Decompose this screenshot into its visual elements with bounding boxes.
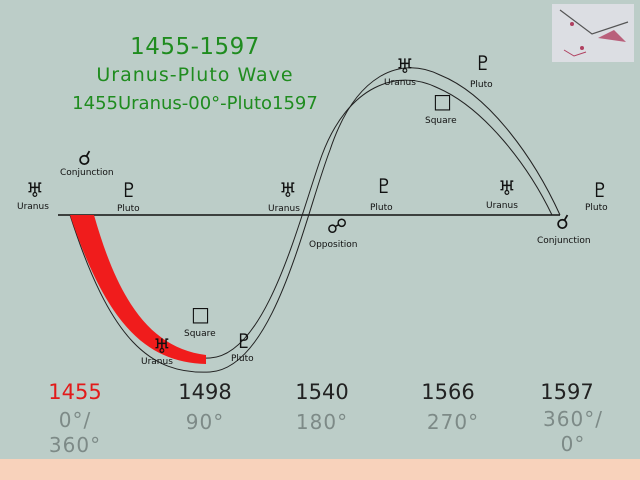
uranus-icon: ♅	[396, 54, 414, 78]
label-square-top: Square	[425, 116, 457, 126]
label-pluto-middle: Pluto	[370, 203, 393, 213]
label-opposition: Opposition	[309, 240, 358, 250]
label-pluto-end: Pluto	[585, 203, 608, 213]
label-uranus-bottom: Uranus	[141, 357, 173, 367]
label-uranus-start: Uranus	[17, 202, 49, 212]
label-square-bottom: Square	[184, 329, 216, 339]
label-pluto-bottom: Pluto	[231, 354, 254, 364]
label-conjunction-start: Conjunction	[60, 168, 114, 178]
title-name: Uranus-Pluto Wave	[96, 64, 294, 86]
label-uranus-middle: Uranus	[268, 204, 300, 214]
bottom-bar	[0, 459, 640, 480]
pluto-icon: ♇	[235, 329, 253, 353]
pluto-icon: ♇	[591, 178, 609, 202]
pluto-icon: ♇	[474, 51, 492, 75]
uranus-icon: ♅	[498, 176, 516, 200]
label-pluto-start: Pluto	[117, 204, 140, 214]
progress-segment	[70, 215, 206, 364]
label-uranus-right: Uranus	[486, 201, 518, 211]
conjunction-icon: ☌	[556, 210, 570, 234]
label-conjunction-end: Conjunction	[537, 236, 591, 246]
uranus-icon: ♅	[26, 178, 44, 202]
timeline-degree: 0°/	[58, 408, 92, 432]
timeline-year: 1597	[540, 380, 594, 404]
timeline-degree: 360°/	[543, 407, 603, 431]
opposition-icon: ☍	[327, 214, 348, 238]
timeline-year: 1540	[295, 380, 349, 404]
timeline-degree: 90°	[185, 410, 225, 434]
label-pluto-top: Pluto	[470, 80, 493, 90]
wave-outer-curve	[69, 67, 561, 373]
square-icon: □	[433, 89, 452, 113]
label-uranus-top: Uranus	[384, 78, 416, 88]
timeline-degree: 0°	[560, 432, 586, 456]
timeline-degree: 360°	[48, 433, 102, 457]
square-icon: □	[191, 302, 210, 326]
timeline-year: 1455	[48, 380, 102, 404]
title-years: 1455-1597	[130, 34, 260, 60]
title-detail: 1455Uranus-00°-Pluto1597	[72, 93, 318, 114]
uranus-icon: ♅	[153, 334, 171, 358]
logo-icon	[552, 4, 634, 62]
timeline-year: 1498	[178, 380, 232, 404]
uranus-icon: ♅	[279, 178, 297, 202]
wave-inner-curve	[81, 79, 553, 359]
timeline-degree: 270°	[426, 410, 480, 434]
timeline-year: 1566	[421, 380, 475, 404]
pluto-icon: ♇	[120, 178, 138, 202]
pluto-icon: ♇	[375, 174, 393, 198]
timeline-degree: 180°	[295, 410, 349, 434]
conjunction-icon: ☌	[78, 146, 92, 170]
